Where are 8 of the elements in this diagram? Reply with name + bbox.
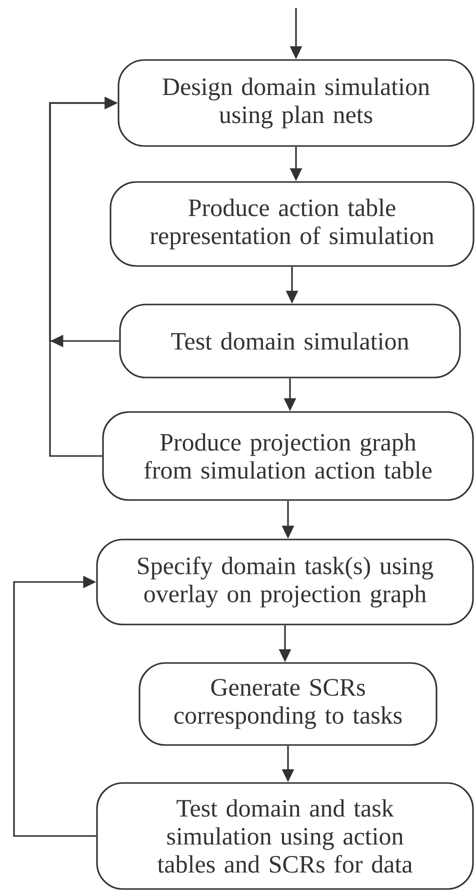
arrow bbox=[13, 576, 96, 837]
process-box: Produce action table representation of simulation bbox=[110, 181, 474, 267]
process-box: Test domain and task simulation using action tables and SCRs for data bbox=[96, 782, 474, 890]
process-box: Produce projection graph from simulation action table bbox=[102, 411, 474, 501]
process-box: Design domain simulation using plan nets bbox=[118, 59, 474, 147]
process-box: Generate SCRs corresponding to tasks bbox=[138, 662, 438, 746]
process-box: Test domain simulation bbox=[119, 304, 461, 378]
process-box: Specify domain task(s) using overlay on projection graph bbox=[96, 538, 474, 626]
